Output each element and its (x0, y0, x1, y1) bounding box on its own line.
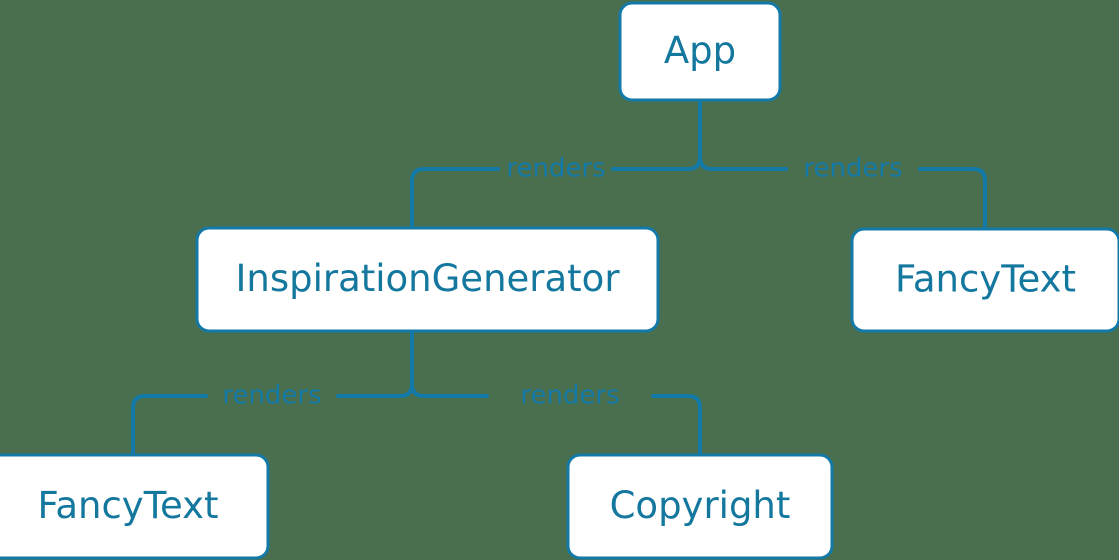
node-box-inspiration-generator[interactable] (195, 226, 660, 333)
node-box-app[interactable] (618, 1, 782, 102)
edge-label-inspiration-generator-to-fancy-text-bottom: renders (222, 381, 321, 411)
node-label-app: App (664, 29, 736, 72)
edge-label-app-to-inspiration-generator: renders (506, 154, 605, 184)
node-box-copyright[interactable] (566, 453, 834, 560)
node-label-fancy-text-right: FancyText (895, 258, 1076, 301)
node-label-copyright: Copyright (610, 484, 791, 527)
edge-app-to-fancy-text-right (698, 155, 987, 231)
node-label-inspiration-generator: InspirationGenerator (235, 257, 620, 300)
node-fancy-text-right[interactable]: FancyText (850, 227, 1119, 333)
node-label-fancy-text-bottom: FancyText (37, 484, 218, 527)
node-copyright[interactable]: Copyright (566, 453, 834, 560)
edge-label-app-to-fancy-text-right: renders (803, 154, 902, 184)
edge-inspiration-generator-to-copyright (410, 382, 702, 457)
edge-label-inspiration-generator-to-copyright: renders (520, 381, 619, 411)
edges-layer (131, 98, 987, 457)
node-app[interactable]: App (618, 1, 782, 102)
node-box-fancy-text-bottom[interactable] (0, 453, 270, 560)
node-inspiration-generator[interactable]: InspirationGenerator (195, 226, 660, 333)
edge-labels-layer: renders renders renders renders (222, 154, 902, 411)
node-box-fancy-text-right[interactable] (850, 227, 1119, 333)
node-fancy-text-bottom[interactable]: FancyText (0, 453, 270, 560)
